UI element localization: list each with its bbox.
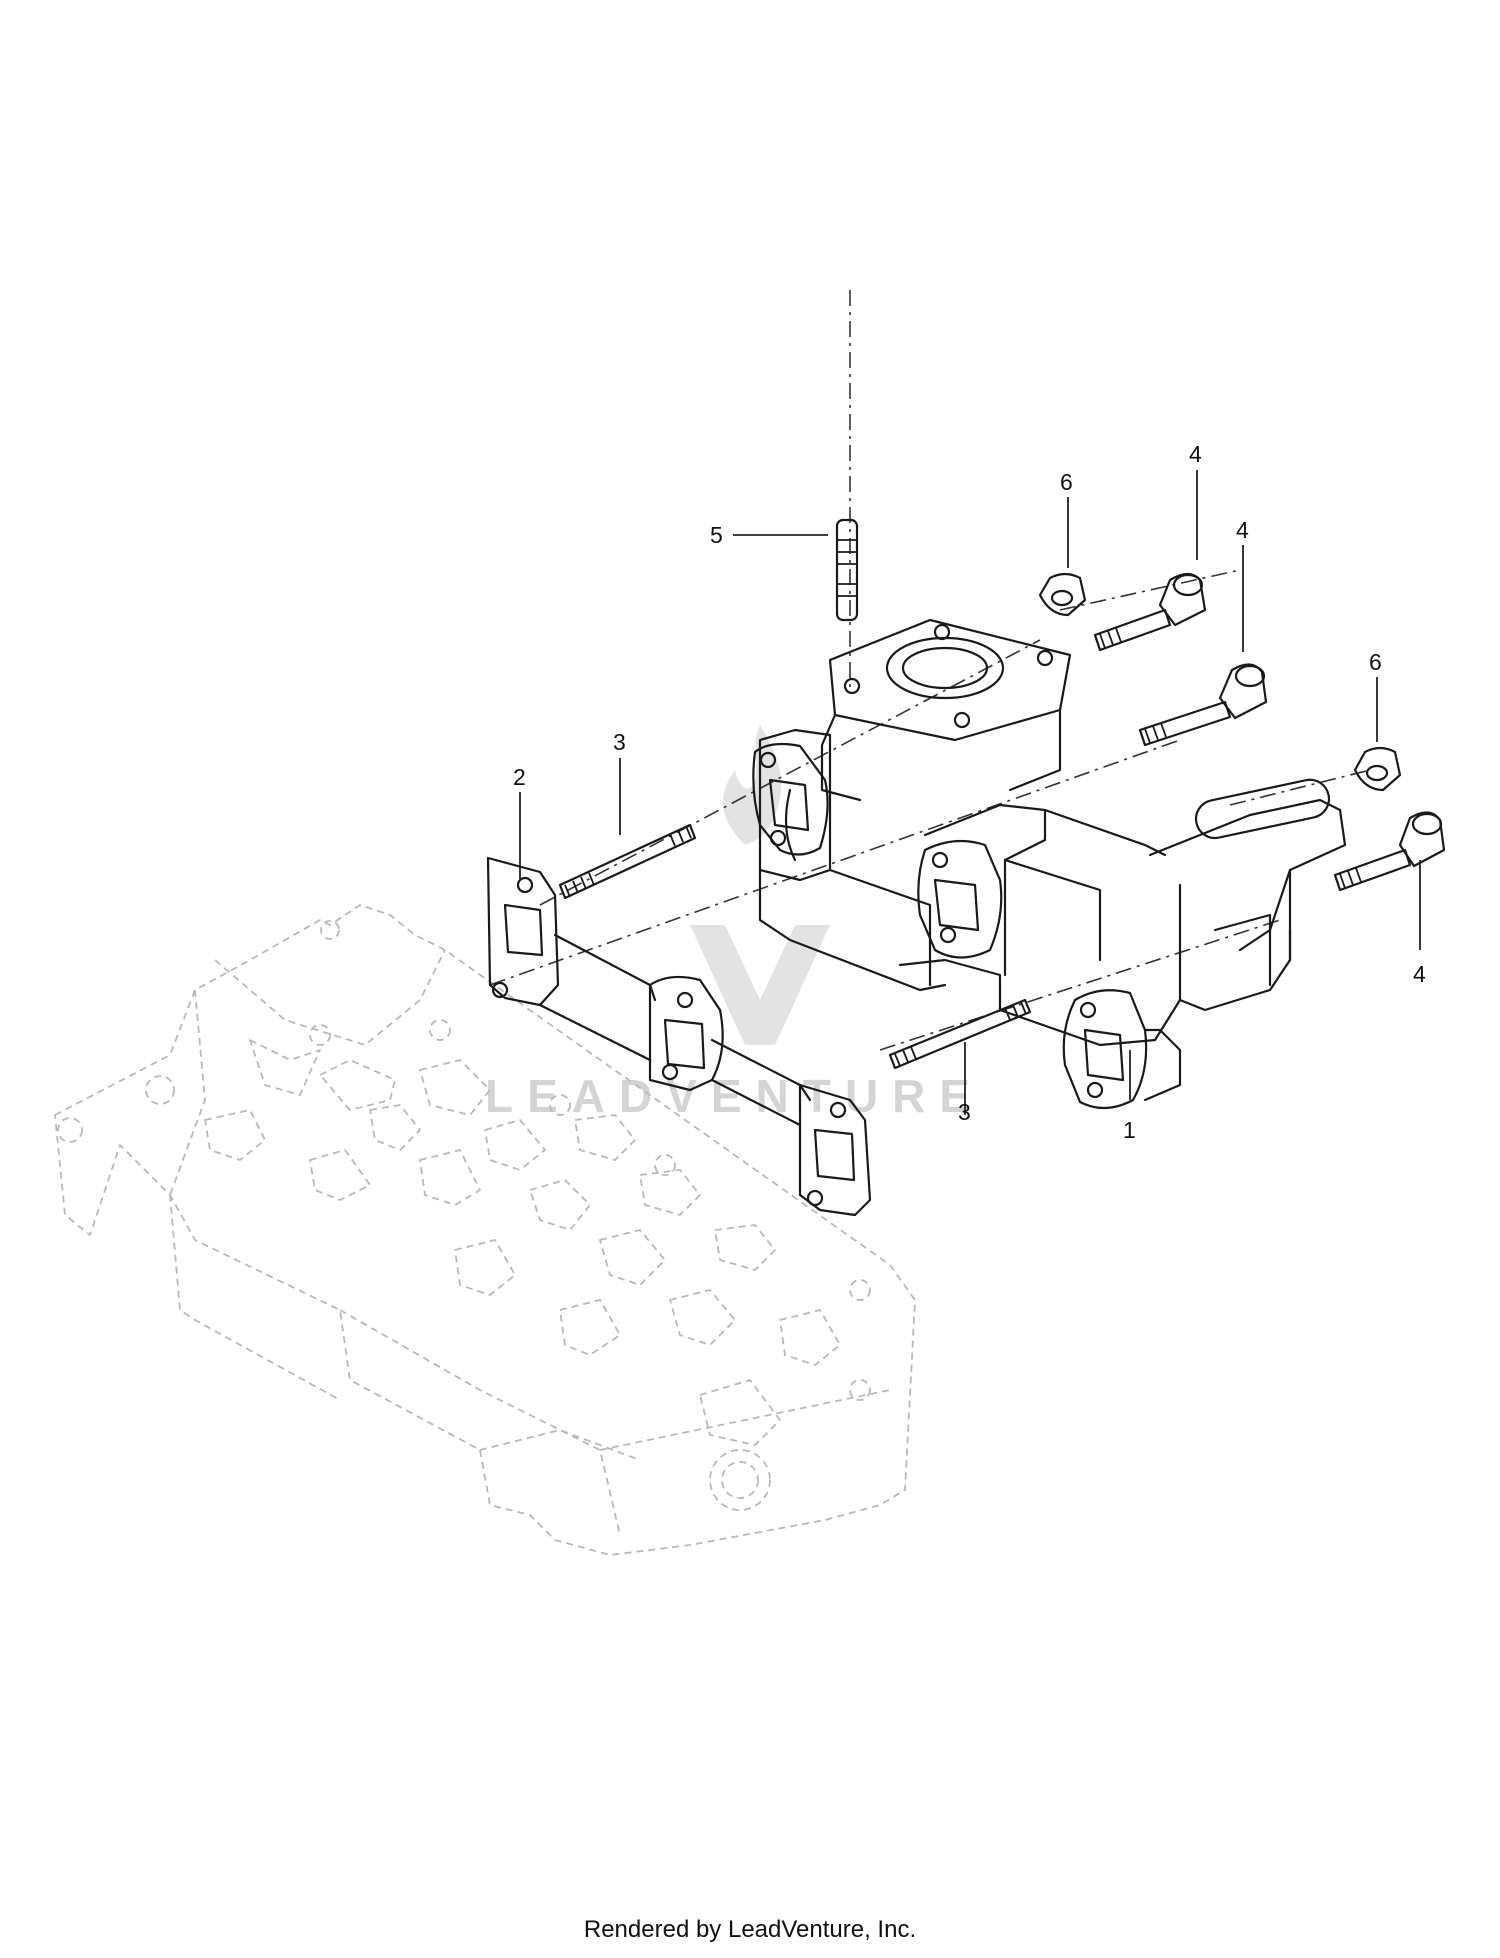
part-4-bolt-lower [1333,811,1446,892]
callout-3-upper: 3 [613,729,626,755]
callout-6-upper: 6 [1060,469,1073,495]
part-3-stud-upper [558,823,697,900]
callout-5: 5 [710,522,723,548]
part-5-stud [835,518,859,622]
callout-6-lower: 6 [1369,649,1382,675]
assembly-centerlines [489,290,1371,1051]
part-2-manifold-gasket [486,856,872,1217]
callout-3-lower: 3 [958,1099,971,1125]
leader-lines [519,470,1421,1115]
footer-credit: Rendered by LeadVenture, Inc. [583,1916,917,1943]
part-6-nut-upper [1038,572,1087,617]
part-4-bolt-middle [1138,663,1268,747]
part-6-nut-lower [1353,746,1402,792]
callout-2: 2 [513,764,526,790]
callout-1: 1 [1123,1117,1136,1143]
part-4-bolt-upper [1093,572,1207,652]
callout-4-middle: 4 [1236,517,1249,543]
callout-labels: 1 2 3 3 4 4 4 5 6 6 [513,441,1426,1143]
callout-4-bottom: 4 [1413,961,1426,987]
watermark-logo-icon [690,725,830,1045]
cylinder-head-ghost [54,904,916,1556]
callout-4-top: 4 [1189,441,1202,467]
part-3-stud-lower [888,998,1032,1070]
part-1-exhaust-manifold [752,618,1347,1110]
